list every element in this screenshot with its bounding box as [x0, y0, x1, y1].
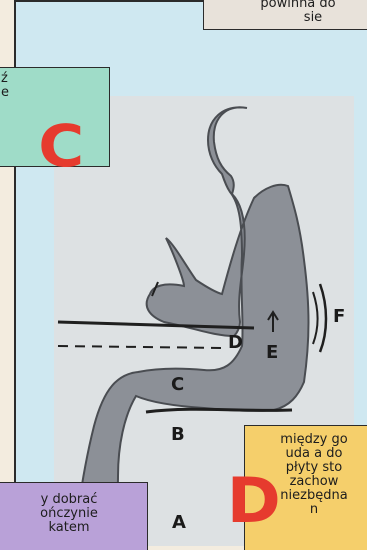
bottom-note-line-1: y dobrać: [0, 493, 147, 507]
bottom-note-line-2: ończynie: [0, 507, 147, 521]
figure-label-c: C: [171, 374, 184, 395]
top-note[interactable]: powinna do sie: [203, 0, 367, 30]
figure-label-f: F: [333, 306, 345, 327]
marker-d: D: [227, 470, 281, 532]
top-note-line-2: sie: [204, 11, 367, 25]
top-note-line-1: powinna do: [204, 0, 367, 11]
figure-label-b: B: [171, 424, 185, 445]
left-note-line-1: ź: [0, 72, 109, 86]
seat-line: [146, 409, 292, 412]
desk-bottom-line: [58, 346, 226, 348]
bottom-note[interactable]: y dobrać ończynie katem: [0, 482, 148, 550]
back-arc-outer: [320, 284, 326, 352]
figure-label-a: A: [172, 512, 186, 533]
bottom-note-line-3: katem: [0, 521, 147, 535]
figure-label-d: D: [228, 332, 243, 353]
back-arc-inner: [313, 292, 318, 344]
right-note-line-1: między go: [245, 433, 367, 447]
marker-c: C: [38, 117, 84, 175]
right-note-line-2: uda a do: [245, 447, 367, 461]
left-note-line-2: e: [0, 86, 109, 100]
figure-label-e: E: [266, 342, 278, 363]
